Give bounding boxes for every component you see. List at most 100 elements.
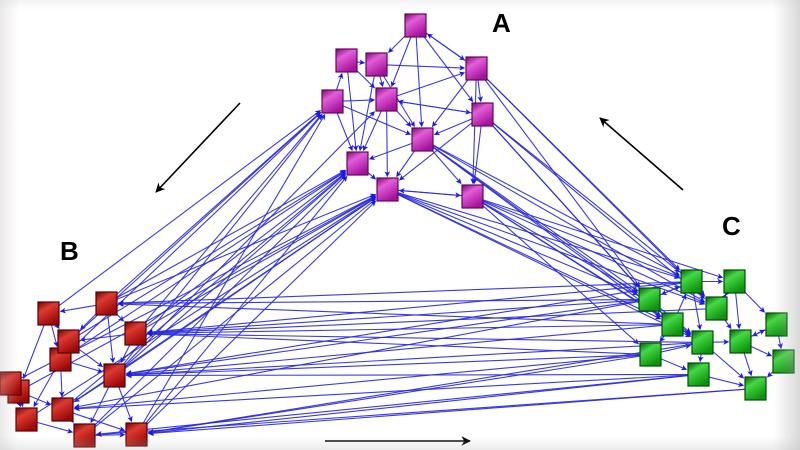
graph-edge: [73, 354, 641, 411]
graph-node-a6[interactable]: [471, 102, 494, 127]
graph-edge: [347, 71, 359, 152]
graph-edge: [471, 125, 482, 185]
graph-edge: [78, 112, 321, 333]
graph-edge: [397, 192, 681, 280]
node-layer: [0, 13, 795, 448]
graph-node-b12[interactable]: [0, 371, 22, 396]
graph-edge: [70, 170, 346, 354]
graph-node-a10[interactable]: [461, 184, 484, 209]
graph-edge: [94, 175, 346, 426]
graph-node-c5[interactable]: [691, 330, 714, 355]
graph-edge: [384, 110, 391, 178]
graph-node-c4[interactable]: [765, 312, 788, 337]
graph-edge: [58, 370, 65, 398]
graph-node-c7[interactable]: [639, 342, 662, 367]
graph-edge: [397, 99, 473, 114]
graph-edge: [482, 200, 706, 304]
graph-edge: [415, 36, 425, 128]
arrow-a-to-b: [155, 102, 241, 193]
graph-edge: [431, 79, 469, 127]
graph-edge: [146, 299, 640, 336]
graph-node-b1[interactable]: [95, 291, 118, 316]
graph-node-a7[interactable]: [411, 127, 434, 152]
graph-edge: [145, 176, 348, 424]
graph-node-c9[interactable]: [687, 362, 710, 387]
graph-edge: [492, 122, 680, 273]
graph-edge: [492, 125, 662, 312]
graph-edge: [777, 335, 783, 350]
graph-edge: [378, 75, 385, 88]
graph-node-c12[interactable]: [705, 296, 728, 321]
graph-node-b11[interactable]: [57, 329, 80, 354]
graph-edge: [117, 299, 640, 307]
graph-node-a4[interactable]: [375, 87, 398, 112]
graph-edge: [482, 199, 724, 279]
graph-edge: [118, 386, 133, 423]
graph-edge: [712, 351, 744, 379]
graph-edge: [356, 59, 366, 66]
graph-edge: [142, 114, 326, 424]
graph-node-a9[interactable]: [376, 177, 399, 202]
cluster-label-c: C: [722, 211, 741, 241]
graph-edge: [396, 110, 412, 127]
graph-edge: [397, 193, 639, 296]
graph-node-b3[interactable]: [124, 321, 147, 346]
graph-node-a8[interactable]: [346, 151, 369, 176]
graph-node-c10[interactable]: [744, 376, 767, 401]
cluster-label-b: B: [60, 236, 79, 266]
graph-edge: [125, 372, 689, 379]
graph-edge: [22, 324, 45, 380]
graph-node-b10[interactable]: [125, 422, 148, 447]
graph-edge: [399, 122, 473, 181]
graph-edge: [146, 331, 641, 355]
graph-edge: [336, 112, 353, 152]
graph-edge: [70, 362, 104, 374]
graph-node-c2[interactable]: [723, 269, 746, 294]
graph-edge: [433, 118, 473, 136]
graph-node-c8[interactable]: [772, 349, 795, 374]
graph-edge: [750, 345, 773, 357]
graph-edge: [482, 200, 681, 278]
graph-edge: [58, 110, 321, 307]
graph-edge: [693, 292, 703, 331]
graph-edge: [432, 144, 681, 276]
graph-node-c6[interactable]: [729, 329, 752, 354]
graph-edge: [33, 370, 55, 407]
graph-edge: [492, 122, 705, 299]
arrow-c-to-a: [599, 117, 684, 191]
graph-node-c3[interactable]: [638, 287, 661, 312]
edge-layer: [6, 32, 783, 438]
graph-node-a11[interactable]: [335, 48, 358, 73]
graph-edge: [484, 79, 641, 287]
graph-edge: [368, 142, 413, 160]
graph-node-b9[interactable]: [73, 423, 96, 448]
graph-edge: [146, 330, 693, 343]
graph-edge: [116, 193, 377, 300]
graph-edge: [145, 195, 376, 328]
graph-edge: [659, 335, 666, 342]
graph-edge: [398, 188, 463, 197]
graph-node-c11[interactable]: [661, 312, 684, 337]
graph-node-b7[interactable]: [51, 397, 74, 422]
graph-node-b8[interactable]: [15, 407, 38, 432]
graph-node-a2[interactable]: [365, 52, 388, 77]
graph-node-a5[interactable]: [465, 56, 488, 81]
graph-edge: [356, 70, 375, 89]
graph-node-b2[interactable]: [37, 301, 60, 326]
graph-edge: [388, 35, 406, 53]
graph-edge: [358, 75, 375, 152]
graph-node-c1[interactable]: [680, 269, 703, 294]
graph-node-a1[interactable]: [404, 13, 427, 38]
graph-edge: [95, 374, 689, 437]
graph-edge: [386, 64, 466, 71]
graph-edge: [432, 145, 705, 303]
graph-edge: [95, 388, 746, 438]
graph-edge: [482, 205, 639, 345]
graph-node-a3[interactable]: [321, 89, 344, 114]
graph-edge: [362, 110, 382, 152]
graph-node-b5[interactable]: [103, 363, 126, 388]
graph-edge: [659, 286, 681, 296]
graph-edge: [147, 375, 689, 436]
graph-edge: [125, 324, 663, 377]
